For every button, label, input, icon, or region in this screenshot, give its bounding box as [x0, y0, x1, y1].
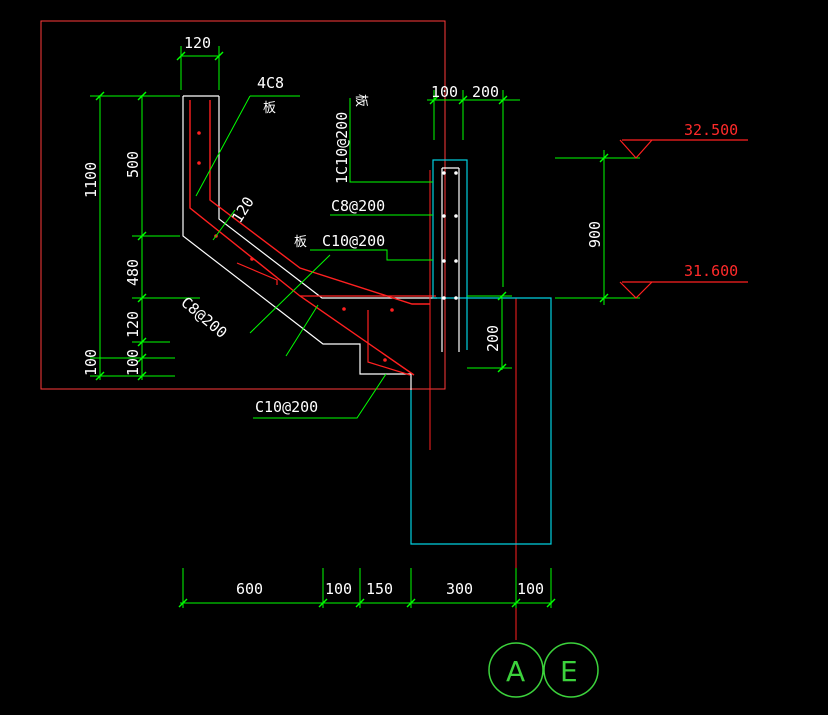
dim-right-900: 900: [586, 221, 604, 248]
dim-bottom-100b: 100: [517, 580, 544, 598]
column-lower: [410, 297, 552, 545]
note-c: 板: [353, 94, 368, 107]
axis-label-e: E: [560, 655, 578, 688]
slab-outline-inner: [218, 96, 437, 299]
note-a: 板: [263, 101, 276, 116]
dim-top-120: 120: [184, 34, 211, 52]
axis-circle-a: [488, 642, 544, 698]
label-c8-200-slant: C8@200: [177, 293, 230, 342]
label-1c10-200: 1C10@200: [333, 112, 351, 184]
label-c10-200-mid: C10@200: [322, 232, 385, 250]
rebar-hook-slant: [236, 262, 278, 285]
dim-bottom-150: 150: [366, 580, 393, 598]
dim-left-100a: 100: [82, 349, 100, 376]
elevation-top: 32.500: [684, 121, 738, 139]
dim-left-500: 500: [124, 151, 142, 178]
dim-left-1100: 1100: [82, 162, 100, 198]
dim-right-200: 200: [484, 325, 502, 352]
dim-col-200: 200: [472, 83, 499, 101]
rebar-bottom-hook: [367, 310, 411, 376]
column-upper: [432, 159, 468, 299]
dim-left-100b: 100: [124, 349, 142, 376]
note-b: 板: [294, 235, 307, 250]
axis-circle-e: [543, 642, 599, 698]
dim-left-120: 120: [124, 311, 142, 338]
dimension-lines: [90, 46, 640, 608]
label-4c8: 4C8: [257, 74, 284, 92]
slab-outline-outer: [182, 96, 412, 390]
dim-slab-120: 120: [228, 194, 258, 227]
axis-label-a: A: [506, 655, 525, 688]
label-c10-200-bottom: C10@200: [255, 398, 318, 416]
dimension-ticks: [95, 51, 609, 608]
elevation-marks: [619, 139, 748, 299]
dim-left-480: 480: [124, 259, 142, 286]
label-c8-200-right: C8@200: [331, 197, 385, 215]
dim-bottom-100a: 100: [325, 580, 352, 598]
rebar-main: [189, 100, 415, 376]
drawing-frame: [40, 20, 446, 390]
rebar-inner: [209, 100, 430, 305]
dim-bottom-600: 600: [236, 580, 263, 598]
column-rebar-dots: [442, 171, 458, 300]
elevation-bottom: 31.600: [684, 262, 738, 280]
dim-col-100: 100: [431, 83, 458, 101]
dim-bottom-300: 300: [446, 580, 473, 598]
